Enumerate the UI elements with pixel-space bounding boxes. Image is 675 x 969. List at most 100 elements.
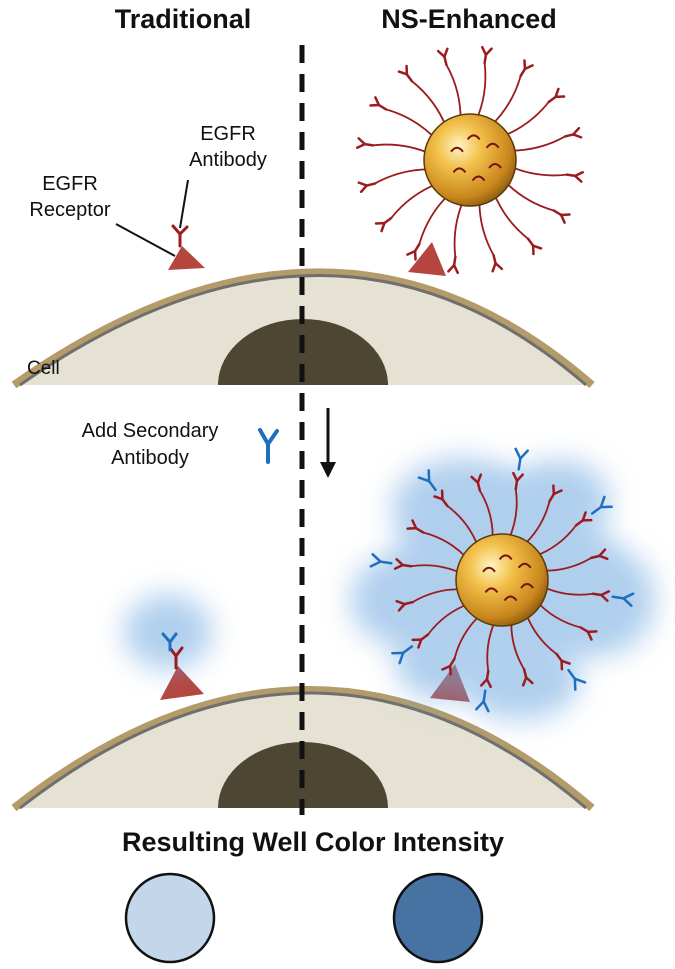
- primary-antibody: [397, 64, 414, 83]
- surface-antibody: [482, 566, 496, 573]
- title-ns-enhanced: NS-Enhanced: [381, 4, 557, 34]
- linker-arm: [478, 197, 495, 256]
- primary-antibody: [369, 96, 388, 111]
- primary-antibody: [565, 170, 585, 183]
- blue-glow-traditional: [124, 594, 212, 670]
- lower-cell-membrane: [19, 691, 587, 810]
- linker-arm: [390, 182, 439, 219]
- linker-arm: [501, 101, 550, 138]
- secondary-antibody: [611, 592, 635, 607]
- primary-antibody: [355, 137, 375, 150]
- well-ns-enhanced: [392, 872, 484, 964]
- gold-nanosphere: [423, 113, 517, 207]
- primary-antibody: [393, 558, 413, 570]
- linker-arm: [372, 143, 432, 155]
- linker-arm: [489, 75, 522, 128]
- primary-antibody: [374, 216, 393, 233]
- antibody-label-line1: EGFR: [200, 123, 256, 145]
- secondary-antibody: [391, 645, 414, 665]
- receptor-traditional-upper: [168, 246, 205, 270]
- upper-cell: [11, 268, 595, 389]
- primary-antibody: [480, 45, 493, 65]
- surface-antibody: [484, 587, 499, 594]
- secondary-antibody: [475, 689, 490, 713]
- nanosphere-lower: [369, 447, 635, 713]
- title-traditional: Traditional: [115, 4, 252, 34]
- primary-antibody: [357, 181, 377, 194]
- secondary-antibody: [417, 469, 437, 492]
- primary-antibody: [447, 255, 460, 275]
- surface-antibody: [498, 554, 513, 561]
- receptor-ns-upper: [408, 242, 446, 276]
- primary-antibody: [521, 668, 534, 687]
- traditional-antibody-stack: [161, 632, 184, 670]
- linker-arm: [492, 191, 529, 240]
- surface-antibody: [452, 167, 467, 174]
- primary-antibody: [548, 484, 563, 503]
- surface-antibody: [488, 163, 502, 169]
- primary-antibody: [526, 237, 543, 256]
- primary-antibody: [591, 590, 611, 602]
- surface-antibody: [517, 562, 532, 569]
- primary-antibody: [512, 471, 524, 491]
- primary-antibody: [406, 242, 421, 261]
- primary-antibody: [552, 209, 571, 224]
- secondary-antibody: [514, 447, 529, 471]
- gold-nanosphere: [455, 533, 549, 627]
- surface-antibody: [466, 134, 481, 141]
- primary-antibody: [395, 599, 414, 612]
- primary-antibody: [436, 47, 449, 67]
- linker-arm: [374, 168, 433, 185]
- primary-antibody: [441, 657, 456, 676]
- receptor-label-line1: EGFR: [42, 173, 98, 195]
- primary-antibody: [579, 626, 598, 641]
- primary-antibody: [555, 652, 571, 671]
- surface-antibody: [520, 583, 534, 589]
- secondary-antibody: [590, 495, 613, 515]
- receptor-label-line2: Receptor: [29, 199, 110, 221]
- antibody-label-line2: Antibody: [189, 149, 267, 171]
- primary-antibody: [433, 489, 449, 508]
- linker-arm: [508, 165, 568, 177]
- primary-antibody: [563, 126, 583, 139]
- secondary-label-line1: Add Secondary: [82, 420, 219, 442]
- upper-cell-membrane: [19, 274, 587, 387]
- linker-arm: [418, 192, 451, 245]
- nanosphere-upper: [355, 45, 585, 275]
- receptor-pointer-line: [115, 223, 176, 257]
- linker-arm: [453, 198, 465, 258]
- antibody-pointer-line: [179, 179, 189, 229]
- well-traditional: [124, 872, 216, 964]
- surface-antibody: [503, 595, 518, 602]
- down-arrow-icon: [320, 408, 336, 478]
- linker-arm: [502, 179, 555, 212]
- linker-arm: [507, 135, 566, 152]
- primary-antibody: [470, 473, 483, 492]
- primary-antibody: [406, 519, 425, 534]
- secondary-antibody: [369, 553, 393, 568]
- lower-cell-membrane-outer: [11, 686, 595, 812]
- primary-antibody-traditional: [171, 224, 189, 248]
- receptor-traditional-lower: [160, 666, 204, 700]
- primary-antibody: [519, 59, 534, 78]
- primary-antibody: [574, 511, 593, 527]
- secondary-label-line2: Antibody: [111, 447, 189, 469]
- secondary-antibody-icon: [258, 428, 279, 464]
- surface-antibody: [450, 146, 464, 153]
- primary-antibody: [590, 548, 609, 561]
- result-heading: Resulting Well Color Intensity: [122, 827, 504, 857]
- primary-antibody: [491, 253, 504, 273]
- linker-arm: [411, 80, 448, 129]
- primary-antibody: [411, 633, 430, 649]
- linker-arm: [385, 108, 438, 141]
- linker-arm: [445, 64, 462, 123]
- upper-cell-membrane-outer: [11, 268, 595, 389]
- primary-antibody: [480, 669, 492, 689]
- cell-label: Cell: [27, 358, 60, 379]
- surface-antibody: [471, 175, 486, 182]
- secondary-antibody: [567, 668, 587, 691]
- primary-antibody: [547, 87, 566, 104]
- surface-antibody: [485, 142, 500, 149]
